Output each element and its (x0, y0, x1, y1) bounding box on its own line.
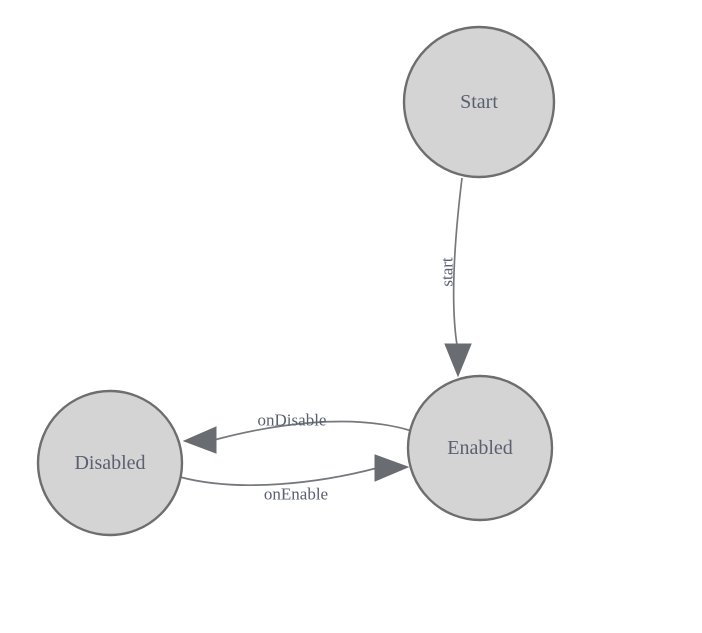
edge-line (179, 467, 378, 486)
node-disabled[interactable]: Disabled (36, 389, 184, 537)
edge-label-ondisable: onDisable (258, 411, 327, 430)
edge-enabled-to-disabled[interactable]: onDisable (182, 411, 413, 454)
node-start[interactable]: Start (402, 25, 556, 179)
arrowhead-icon (374, 454, 410, 482)
node-circle (406, 374, 554, 522)
arrowhead-icon (444, 343, 472, 378)
node-group: Start Disabled Enabled (36, 25, 556, 537)
edge-start-to-enabled[interactable]: start (438, 177, 472, 378)
edge-line (452, 177, 463, 346)
node-circle (402, 25, 556, 179)
node-circle (36, 389, 184, 537)
edge-label-onenable: onEnable (264, 485, 328, 504)
edge-line (213, 420, 413, 441)
node-enabled[interactable]: Enabled (406, 374, 554, 522)
edge-label-start: start (438, 257, 457, 287)
node-label-enabled: Enabled (447, 437, 513, 459)
arrowhead-icon (182, 426, 217, 454)
edge-disabled-to-enabled[interactable]: onEnable (179, 454, 410, 504)
edge-group: start onDisable onEnable (179, 177, 472, 504)
node-label-start: Start (460, 91, 498, 113)
node-label-disabled: Disabled (74, 452, 145, 474)
